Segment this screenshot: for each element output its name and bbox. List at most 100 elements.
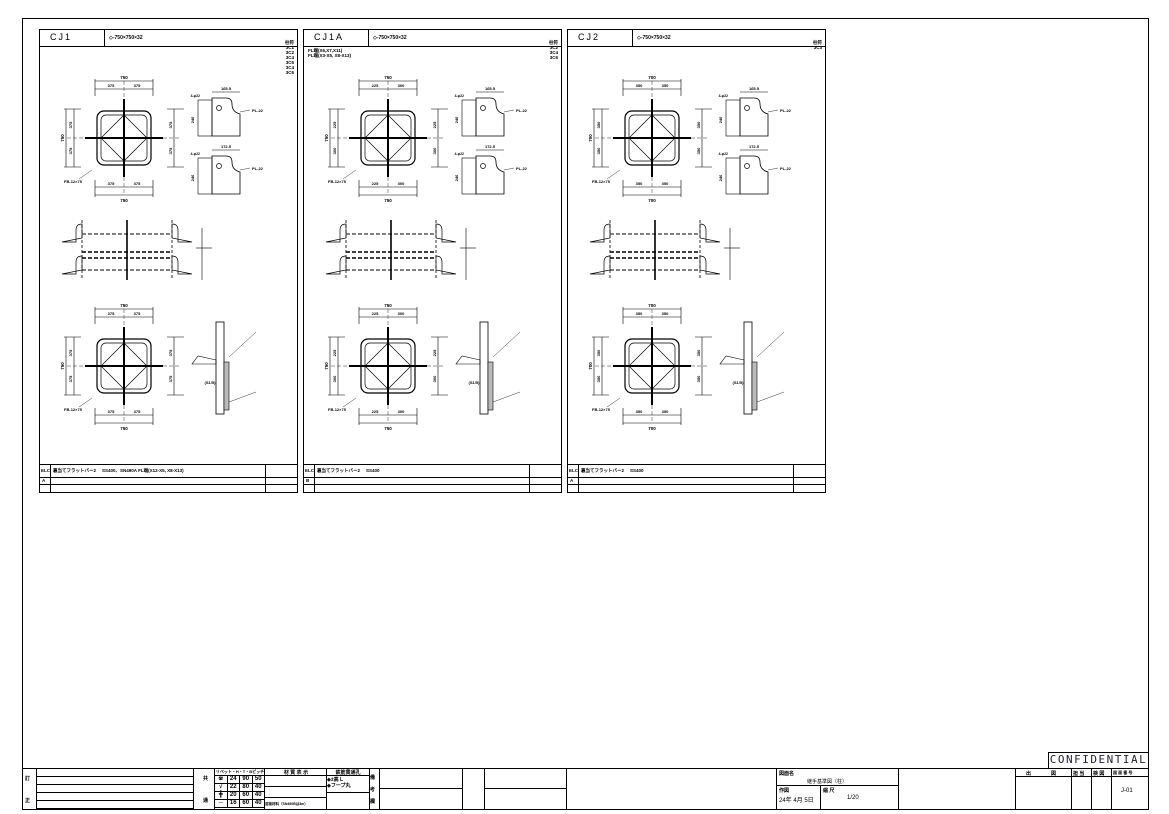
flange-section (725, 99, 741, 137)
dimension-text: 300 (332, 147, 337, 154)
footer-text: 裏当てフラットバー2 (317, 468, 361, 473)
scale-label: 縮 尺 (823, 788, 835, 794)
plate-label: PL-22 (516, 166, 528, 171)
column-note: 3C2 (549, 45, 558, 50)
plate-label: PL-22 (252, 166, 264, 171)
panel-header: CJ1A ◇-750×750×32 (304, 30, 561, 47)
bolt-hole (480, 105, 486, 111)
dimension-text: 375 (168, 375, 173, 382)
column-note: 3C4 (549, 50, 558, 55)
line (503, 109, 515, 113)
plate-label: PL-22 (780, 166, 792, 171)
line (342, 169, 357, 180)
bolt-hole (744, 105, 750, 111)
floor-notes: FL端(X6,X7,X11)FL端(X3-X5, X8-X13) (308, 48, 351, 58)
line (228, 331, 257, 358)
splice-plate (739, 97, 769, 137)
dimension-text: 350 (596, 147, 601, 154)
line (342, 397, 357, 408)
dimension-text: 700 (648, 303, 656, 308)
backing-bar (751, 361, 758, 411)
floor-note: FL端(X3-X5, X8-X13) (308, 53, 352, 58)
blank-cell (463, 769, 485, 810)
dimension-text: 225 (372, 409, 379, 414)
dimension-text: 350 (662, 181, 669, 186)
material-head: 材 質 表 示 (265, 769, 327, 776)
dimension-text: 225 (372, 311, 379, 316)
dimension-text: 375 (108, 181, 115, 186)
panel-footer: ELC A 裏当てフラットバー2 SS400 (568, 464, 825, 492)
splice-plate (475, 97, 505, 137)
footer-label: ELC (41, 468, 50, 473)
rebar-row-2: ◈フープ丸 (327, 782, 369, 793)
line (767, 167, 779, 171)
rebar-hole-table: 鉄筋貫通孔 ◈±高 L ◈フープ丸 (326, 769, 370, 810)
line (492, 331, 521, 358)
line (756, 331, 785, 358)
line (767, 109, 779, 113)
section-scale-label: (S1/5) (733, 380, 745, 385)
dimension-text: 225 (432, 349, 437, 356)
splice-plate (171, 255, 193, 275)
dimension-text: 172.5 (485, 144, 496, 149)
line (239, 109, 251, 113)
rivet-cell: ╋ (215, 792, 228, 799)
hole-label: 4-φ22 (190, 94, 200, 98)
panel-header: CJ1 ◇-750×750×32 (40, 30, 297, 47)
flange-section (461, 157, 477, 195)
dimension-text: 300 (398, 409, 405, 414)
rebar-row-1: ◈±高 L (327, 777, 344, 783)
rivet-cell: 90 (240, 776, 253, 783)
flange-section (725, 157, 741, 195)
footer-text: 裏当てフラットバー2 (53, 468, 97, 473)
dimension-text: 750 (60, 134, 65, 142)
hole-label: 4-φ22 (718, 152, 728, 156)
dimension-text: 750 (384, 426, 392, 431)
plate-label: PL-22 (252, 108, 264, 113)
line (606, 169, 621, 180)
line (606, 397, 621, 408)
dimension-text: 240 (454, 116, 459, 123)
line (503, 167, 515, 171)
notes-head: 柱符 (549, 40, 558, 45)
material-note: 溶接材料（SN490Bは3m） (265, 802, 308, 806)
dimension-text: 700 (588, 134, 593, 142)
rivet-head: リベット・H・T・Bピッチ (215, 769, 265, 776)
dimension-text: 350 (696, 375, 701, 382)
column-note: 3C4 (285, 55, 294, 60)
weld-groove (719, 355, 745, 365)
bolt-hole (216, 163, 222, 169)
fb-label: FB-12×75 (592, 179, 611, 184)
fb-label: FB-12×75 (328, 179, 347, 184)
notes-head: 柱符 (813, 40, 822, 45)
footer-text: 裏当てフラットバー2 (581, 468, 625, 473)
flange-section (197, 157, 213, 195)
dimension-text: 350 (636, 409, 643, 414)
line (492, 391, 521, 403)
splice-plate (435, 255, 457, 275)
splice-plate (435, 223, 457, 243)
column-wall (743, 321, 753, 415)
column-mark: CJ1 (50, 32, 73, 42)
bolt-hole (744, 163, 750, 169)
bolt-hole (480, 163, 486, 169)
dimension-text: 375 (134, 311, 141, 316)
common-label-2: 通 (203, 798, 209, 804)
weld-groove (455, 355, 481, 365)
blank-cell (485, 769, 567, 810)
panel-cj1a: CJ1A ◇-750×750×32 ELC B 裏当てフラットバー2 SS400… (303, 29, 562, 493)
drawing-name: 継手基準図（柱） (807, 779, 848, 785)
splice-plate (211, 97, 241, 137)
dimension-text: 700 (648, 198, 656, 203)
rivet-cell: 60 (240, 800, 253, 807)
splice-plate (61, 223, 83, 243)
splice-plate (589, 255, 611, 275)
approval-col: 検 図 (1093, 771, 1105, 777)
revision-lines (36, 769, 194, 810)
column-note: 3C4 (285, 65, 294, 70)
rivet-cell: 60 (240, 792, 253, 799)
flange-section (197, 99, 213, 137)
